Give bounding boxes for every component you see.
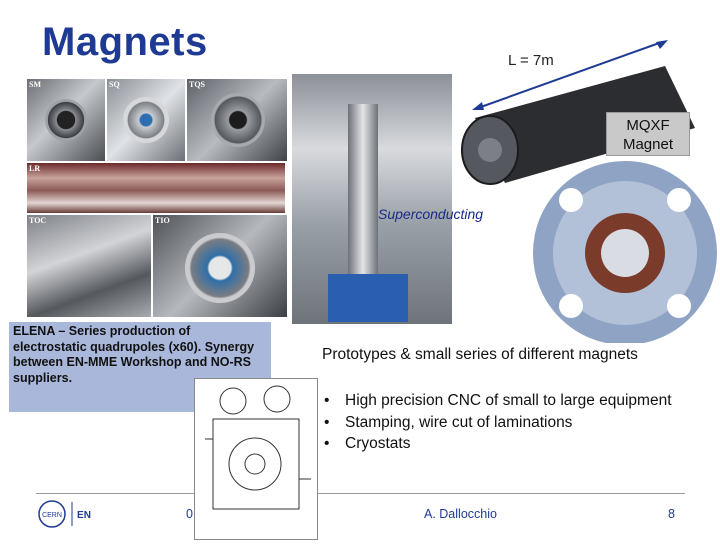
magnet-photo-sq: SQ <box>107 79 185 161</box>
magnet-photo-sm: SM <box>27 79 105 161</box>
magnet-photo-tio: TIO <box>153 215 287 317</box>
magnet-photo-vertical <box>292 74 452 324</box>
magnet-photo-lr: LR <box>27 163 285 213</box>
footer-author: A. Dallocchio <box>424 507 497 521</box>
superconducting-label: Superconducting <box>378 206 484 222</box>
page-number: 8 <box>668 507 675 521</box>
magnet-photo-toc: TOC <box>27 215 151 317</box>
slide-title: Magnets <box>42 20 208 64</box>
quadrupole-sketch <box>194 378 318 540</box>
prototypes-heading: Prototypes & small series of different m… <box>322 346 638 363</box>
list-item: Stamping, wire cut of laminations <box>322 412 685 434</box>
sketch-drawing <box>205 385 311 510</box>
list-item: Cryostats <box>322 433 685 455</box>
photo-tag-tio: TIO <box>155 216 170 225</box>
photo-tag-sq: SQ <box>109 80 120 89</box>
logo-left-text: CERN <box>42 512 62 519</box>
mqxf-label-box: MQXF Magnet <box>606 112 690 156</box>
superconducting-cross-section <box>533 161 717 343</box>
photo-tag-tqs: TQS <box>189 80 206 89</box>
list-item: High precision CNC of small to large equ… <box>322 390 685 412</box>
length-label: L = 7m <box>508 52 554 69</box>
mqxf-magnet-image <box>461 66 695 185</box>
mqxf-label-line1: MQXF <box>626 117 670 134</box>
length-arrow <box>472 40 668 110</box>
photo-tag-sm: SM <box>29 80 41 89</box>
footer-divider <box>36 493 685 494</box>
photo-tag-toc: TOC <box>29 216 47 225</box>
footer-left-text: 0 <box>186 507 193 521</box>
magnet-photo-tqs: TQS <box>187 79 287 161</box>
capability-list: High precision CNC of small to large equ… <box>322 390 685 455</box>
logo-right-text: EN <box>77 510 91 521</box>
cern-logo-icon: CERN EN <box>38 500 91 528</box>
mqxf-label-line2: Magnet <box>622 136 674 153</box>
photo-tag-lr: LR <box>29 164 41 173</box>
elena-description: ELENA – Series production of electrostat… <box>9 322 271 412</box>
